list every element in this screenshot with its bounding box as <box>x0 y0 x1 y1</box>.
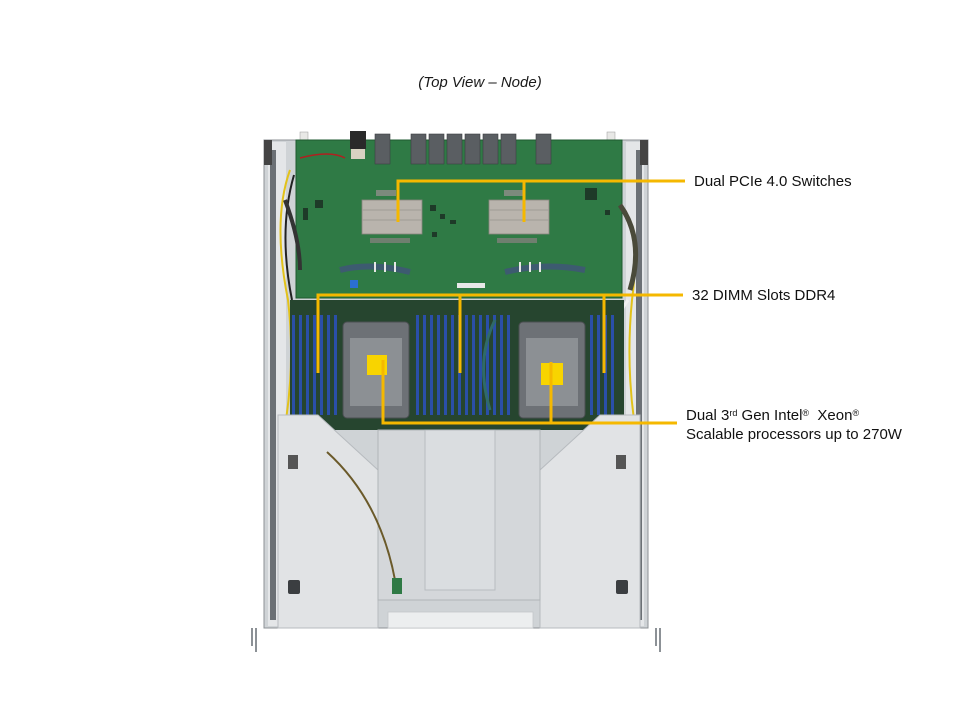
pcie-switch-heatsink-left <box>361 190 423 243</box>
text-segment: Xeon <box>809 407 853 424</box>
pcie-switch-board <box>295 131 623 299</box>
cpu-socket-left <box>342 321 410 419</box>
side-cables <box>279 169 639 421</box>
registered-mark: ® <box>852 408 860 418</box>
callout-processors: Dual 3rd Gen Intel® Xeon® Scalable proce… <box>686 406 902 444</box>
air-shroud <box>251 414 661 652</box>
rear-io-ports <box>374 133 552 165</box>
ordinal-suffix: rd <box>729 408 738 418</box>
callout-leader-lines <box>316 179 685 425</box>
leader-pcie-switches <box>396 179 685 222</box>
text-segment: Gen Intel <box>737 407 803 424</box>
callout-processors-line2: Scalable processors up to 270W <box>686 426 902 443</box>
registered-mark: ® <box>802 408 810 418</box>
pcie-switch-heatsink-right <box>488 190 550 243</box>
motherboard <box>290 300 624 430</box>
callout-processors-line1: Dual 3rd Gen Intel® Xeon® <box>686 406 902 425</box>
leader-dimm-slots <box>316 293 683 373</box>
text-segment: Dual 3 <box>686 407 730 424</box>
callout-pcie-switches: Dual PCIe 4.0 Switches <box>694 173 852 190</box>
figure-caption: (Top View – Node) <box>418 74 542 91</box>
dimm-bank-left <box>292 315 337 415</box>
leader-processors <box>381 360 677 425</box>
callout-dimm-slots: 32 DIMM Slots DDR4 <box>692 287 836 304</box>
